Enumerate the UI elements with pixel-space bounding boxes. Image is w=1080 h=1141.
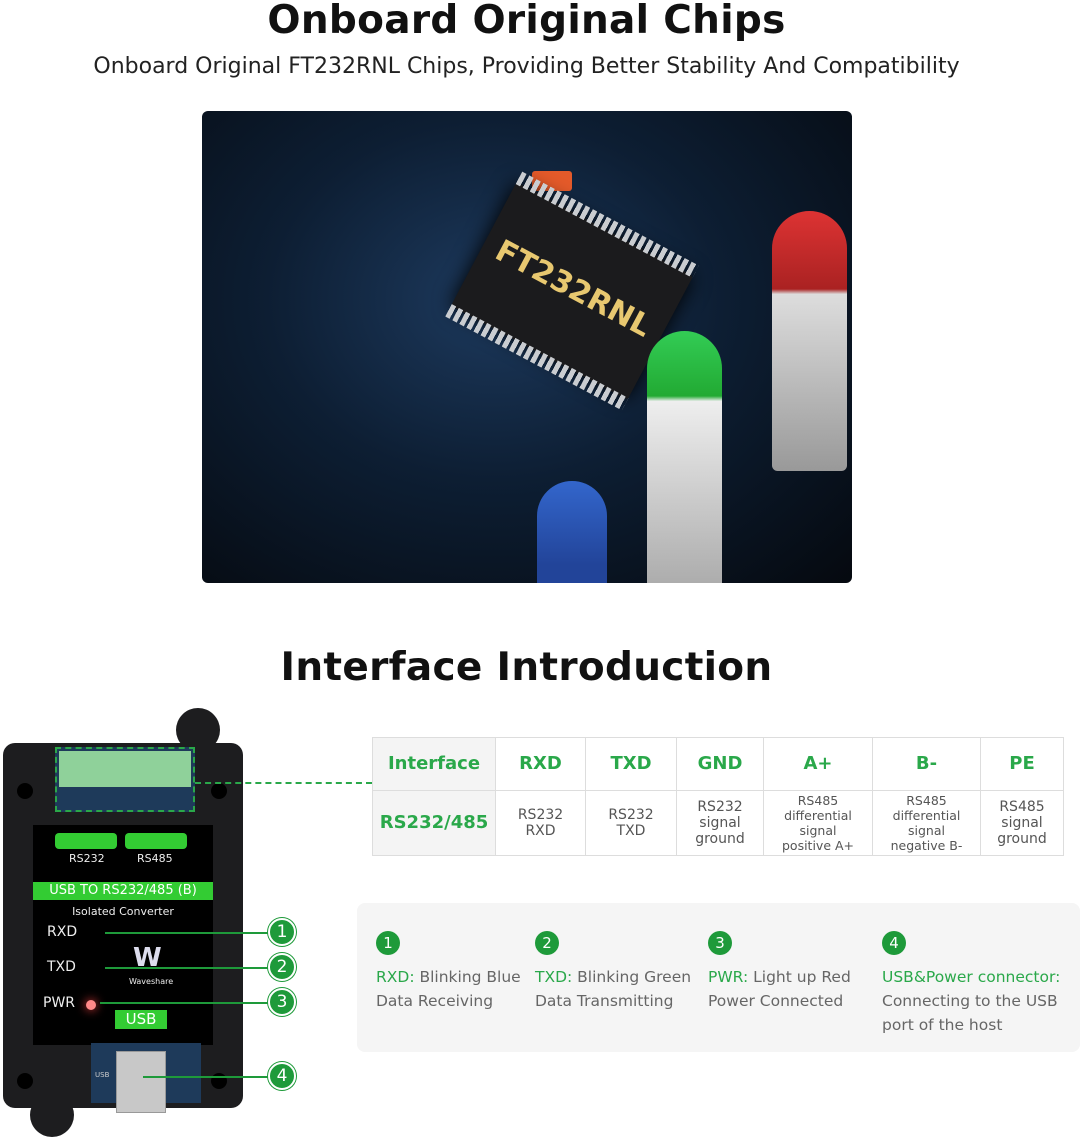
rxd-label: RXD — [47, 924, 78, 940]
red-led — [772, 211, 847, 471]
usb-label: USB — [115, 1010, 167, 1029]
header-cell: RXD — [495, 737, 586, 791]
chip-photo: FT232RNL — [202, 111, 852, 583]
legend-item: 4 USB&Power connector: Connecting to the… — [882, 931, 1072, 1037]
table-cell: RS485 differential signal negative B- — [872, 790, 981, 856]
callout-1: 1 — [268, 918, 296, 946]
green-led — [647, 331, 722, 583]
callout-2: 2 — [268, 953, 296, 981]
table-cell: RS232 TXD — [585, 790, 677, 856]
pwr-label: PWR — [43, 995, 76, 1011]
pwr-led — [86, 1000, 96, 1010]
blue-led — [537, 481, 607, 583]
table-cell: RS485 signal ground — [980, 790, 1064, 856]
callout-4: 4 — [268, 1062, 296, 1090]
converter-device: RS232 RS485 USB TO RS232/485 (B) Isolate… — [3, 743, 243, 1113]
txd-label: TXD — [47, 959, 76, 975]
section-title-chips: Onboard Original Chips — [267, 0, 786, 43]
device-name: USB TO RS232/485 (B) — [33, 882, 213, 900]
legend-number: 1 — [376, 931, 400, 955]
rs232-label: RS232 — [69, 852, 105, 865]
table-header-row: Interface RXD TXD GND A+ B- PE — [372, 737, 1064, 791]
usb-connector[interactable] — [116, 1051, 166, 1113]
terminal-block — [55, 747, 195, 812]
callout-3: 3 — [268, 988, 296, 1016]
table-cell: RS232 RXD — [495, 790, 586, 856]
table-cell: RS485 differential signal positive A+ — [763, 790, 873, 856]
table-cell: RS232/485 — [372, 790, 496, 856]
legend-number: 2 — [535, 931, 559, 955]
legend-number: 4 — [882, 931, 906, 955]
legend-item: 2 TXD: Blinking Green Data Transmitting — [535, 931, 700, 1013]
header-cell: B- — [872, 737, 981, 791]
front-panel: RS232 RS485 USB TO RS232/485 (B) Isolate… — [33, 825, 213, 1045]
device-subname: Isolated Converter — [72, 905, 174, 918]
brand-label: Waveshare — [129, 977, 174, 986]
rs485-label: RS485 — [137, 852, 173, 865]
table-cell: RS232 signal ground — [676, 790, 764, 856]
header-cell: TXD — [585, 737, 677, 791]
legend-item: 1 RXD: Blinking Blue Data Receiving — [376, 931, 526, 1013]
table-row: RS232/485 RS232 RXD RS232 TXD RS232 sign… — [372, 790, 1064, 856]
section-title-interface: Interface Introduction — [280, 645, 773, 690]
legend-number: 3 — [708, 931, 732, 955]
section-subtitle-chips: Onboard Original FT232RNL Chips, Providi… — [93, 54, 960, 79]
legend-item: 3 PWR: Light up Red Power Connected — [708, 931, 868, 1013]
dashed-connector-line — [195, 782, 372, 784]
header-cell: GND — [676, 737, 764, 791]
header-cell: PE — [980, 737, 1064, 791]
led-legend: 1 RXD: Blinking Blue Data Receiving 2 TX… — [357, 903, 1080, 1052]
header-cell: Interface — [372, 737, 496, 791]
header-cell: A+ — [763, 737, 873, 791]
interface-table: Interface RXD TXD GND A+ B- PE RS232/485… — [372, 737, 1064, 856]
